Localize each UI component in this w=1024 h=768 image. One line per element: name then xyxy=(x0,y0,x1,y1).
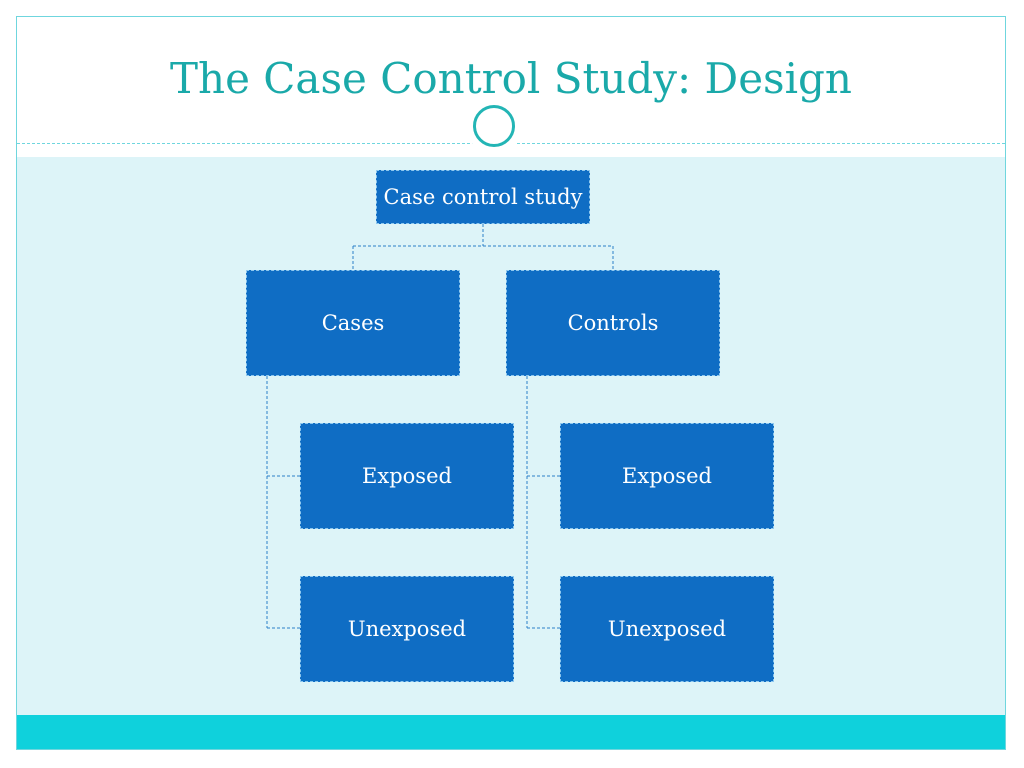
node-controls-unexposed: Unexposed xyxy=(560,576,774,682)
node-controls-exposed: Exposed xyxy=(560,423,774,529)
node-case-control-study: Case control study xyxy=(376,170,590,224)
footer-band xyxy=(17,715,1005,749)
node-controls: Controls xyxy=(506,270,720,376)
ornament-ring xyxy=(473,105,515,147)
circle-ornament-icon xyxy=(466,98,522,154)
node-cases-exposed: Exposed xyxy=(300,423,514,529)
node-cases-unexposed: Unexposed xyxy=(300,576,514,682)
slide-title: The Case Control Study: Design xyxy=(170,54,852,103)
node-cases: Cases xyxy=(246,270,460,376)
